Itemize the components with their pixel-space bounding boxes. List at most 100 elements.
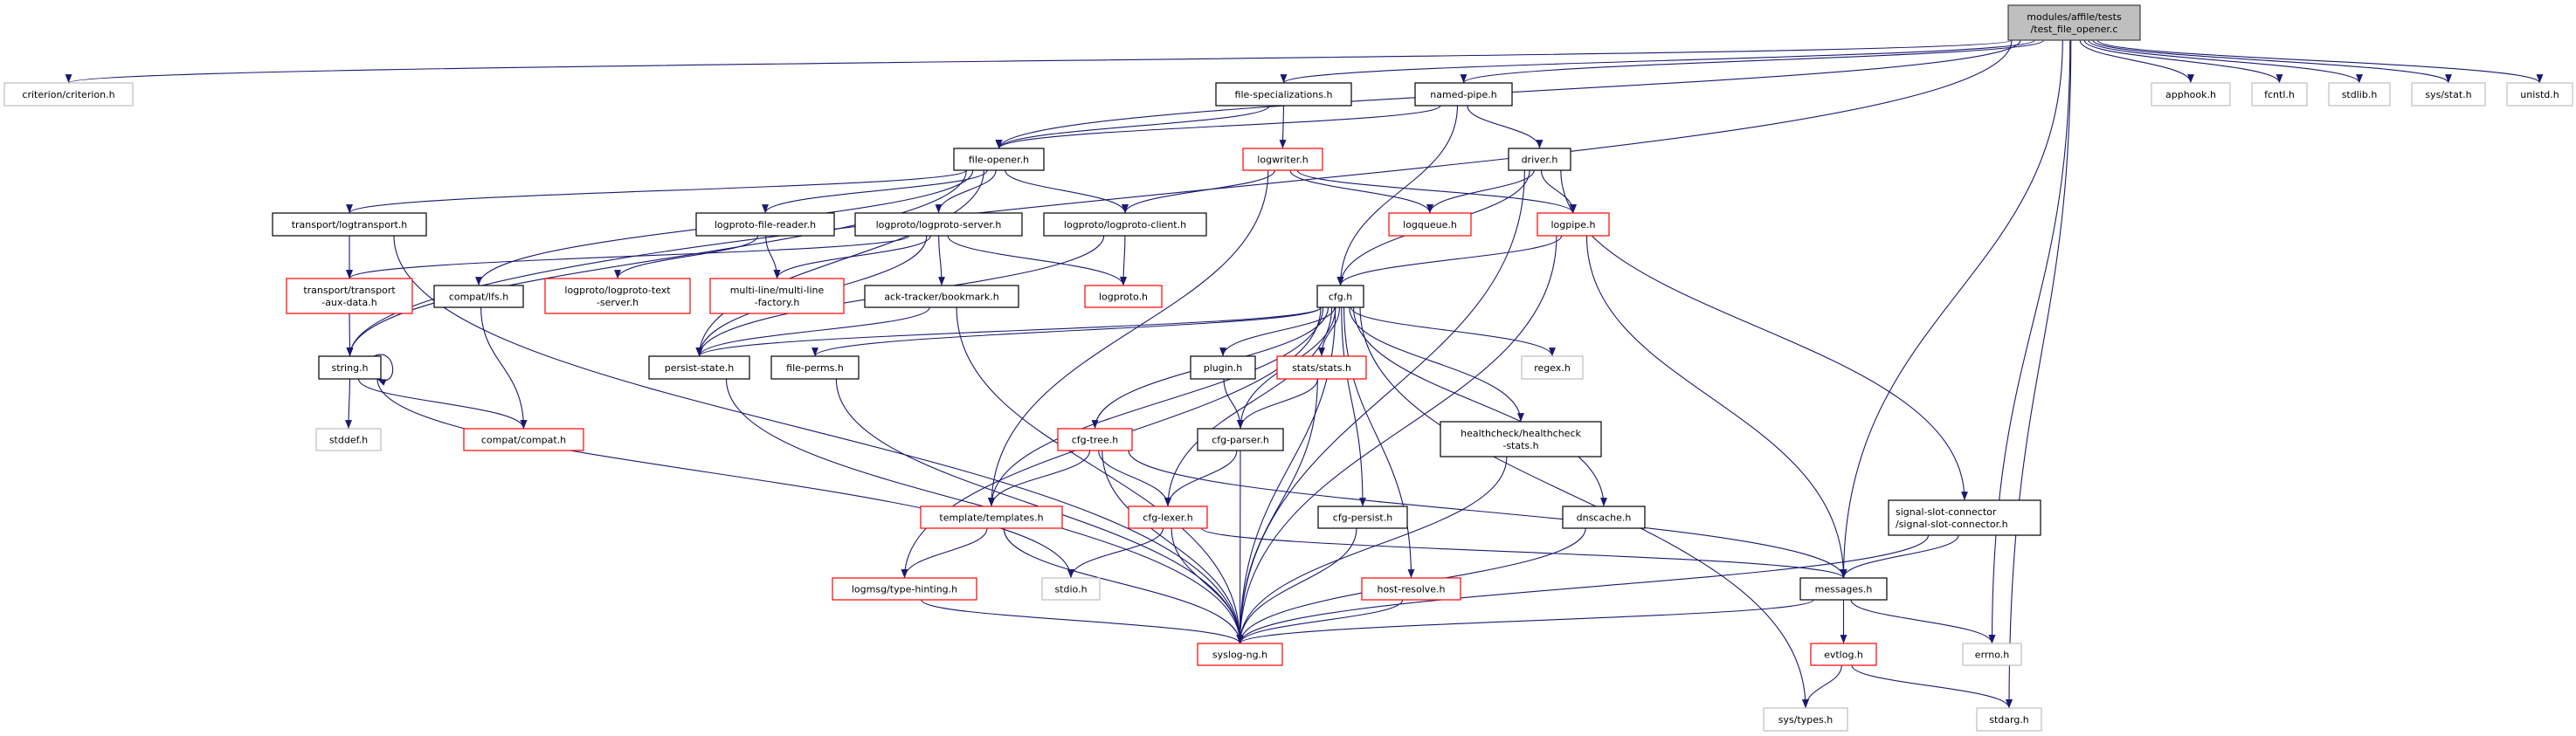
node-lpclient[interactable]: logproto/logproto-client.h bbox=[1043, 212, 1207, 237]
edge-signal-to-messages bbox=[1840, 534, 1959, 579]
node-fcntl: fcntl.h bbox=[2251, 82, 2308, 107]
node-label: named-pipe.h bbox=[1430, 89, 1496, 100]
node-lfs[interactable]: compat/lfs.h bbox=[433, 285, 524, 308]
edge-fopener-to-persist bbox=[695, 169, 984, 357]
node-label: errno.h bbox=[1975, 650, 2009, 661]
node-box bbox=[544, 278, 691, 314]
node-label: string.h bbox=[331, 362, 368, 374]
edge-evtlog-to-stdarg bbox=[1851, 664, 2013, 709]
node-label: cfg-tree.h bbox=[1072, 435, 1118, 446]
node-hostres[interactable]: host-resolve.h bbox=[1361, 577, 1461, 601]
node-health[interactable]: healthcheck/healthcheck-stats.h bbox=[1440, 421, 1602, 457]
node-textserver[interactable]: logproto/logproto-text-server.h bbox=[544, 278, 691, 314]
node-box bbox=[1084, 285, 1163, 308]
node-label: cfg-persist.h bbox=[1333, 512, 1392, 524]
edge-plugin-to-cfgparser bbox=[1223, 378, 1244, 430]
edge-logpipe-to-cfg bbox=[1336, 235, 1563, 286]
node-fileperms[interactable]: file-perms.h bbox=[770, 355, 860, 380]
edge-evtlog-to-systypes bbox=[1802, 664, 1842, 709]
node-cfg[interactable]: cfg.h bbox=[1316, 285, 1364, 308]
node-box bbox=[1440, 421, 1602, 457]
edge-cfg-to-fileperms bbox=[811, 306, 1322, 357]
node-lpserver[interactable]: logproto/logproto-server.h bbox=[854, 212, 1023, 237]
node-box bbox=[2007, 4, 2141, 41]
node-label: -factory.h bbox=[755, 297, 800, 308]
node-npipe[interactable]: named-pipe.h bbox=[1414, 82, 1513, 107]
edge-signal-to-syslogng bbox=[1236, 534, 1930, 644]
node-bookmark[interactable]: ack-tracker/bookmark.h bbox=[864, 285, 1019, 308]
edge-logtransport-to-syslogng bbox=[393, 235, 1244, 644]
edges-layer bbox=[66, 39, 2544, 709]
node-label: file-perms.h bbox=[786, 362, 844, 374]
edge-root-to-messages bbox=[1840, 39, 2063, 579]
node-logtransport[interactable]: transport/logtransport.h bbox=[272, 212, 427, 237]
node-box bbox=[1388, 212, 1472, 237]
edge-messages-to-errno bbox=[1850, 599, 1996, 644]
edge-cfg-to-cfglexer bbox=[1164, 306, 1333, 507]
edge-lfs-to-compat bbox=[480, 306, 528, 430]
node-compat[interactable]: compat/compat.h bbox=[463, 428, 584, 451]
node-label: logqueue.h bbox=[1403, 219, 1457, 230]
node-box bbox=[1317, 506, 1408, 529]
node-evtlog[interactable]: evtlog.h bbox=[1810, 643, 1877, 666]
edge-typehint-to-syslogng bbox=[921, 599, 1244, 644]
edge-cfg-to-cfgpersist bbox=[1341, 306, 1366, 507]
node-box bbox=[1197, 428, 1284, 451]
edge-cfg-to-stats bbox=[1318, 306, 1340, 357]
node-dnscache[interactable]: dnscache.h bbox=[1562, 506, 1646, 529]
edge-logpipe-to-syslogng bbox=[1236, 235, 1557, 644]
node-label: syslog-ng.h bbox=[1212, 650, 1267, 661]
node-label: -aux-data.h bbox=[321, 297, 376, 308]
node-box bbox=[318, 355, 382, 380]
node-root[interactable]: modules/affile/tests/test_file_opener.c bbox=[2007, 4, 2141, 41]
node-box bbox=[1508, 148, 1571, 171]
node-fopener[interactable]: file-opener.h bbox=[953, 148, 1045, 171]
edge-npipe-to-cfg bbox=[1336, 105, 1458, 286]
edge-cfgtree-to-templates bbox=[988, 450, 1091, 507]
node-label: modules/affile/tests bbox=[2027, 11, 2122, 23]
node-label: compat/lfs.h bbox=[449, 292, 508, 303]
edge-stats-to-syslogng bbox=[1236, 378, 1318, 644]
node-signal[interactable]: signal-slot-connector/signal-slot-connec… bbox=[1888, 499, 2041, 536]
edge-lpclient-to-logproto bbox=[1120, 235, 1127, 286]
node-fspec[interactable]: file-specializations.h bbox=[1215, 82, 1352, 107]
node-logpipe[interactable]: logpipe.h bbox=[1537, 212, 1610, 237]
edge-cfglexer-to-syslogng bbox=[1171, 527, 1244, 644]
node-templates[interactable]: template/templates.h bbox=[920, 506, 1063, 529]
node-criterion: criterion/criterion.h bbox=[3, 82, 134, 107]
node-logproto[interactable]: logproto.h bbox=[1084, 285, 1163, 308]
node-logqueue[interactable]: logqueue.h bbox=[1388, 212, 1472, 237]
node-cfgparser[interactable]: cfg-parser.h bbox=[1197, 428, 1284, 451]
node-stats[interactable]: stats/stats.h bbox=[1276, 355, 1367, 380]
node-label: plugin.h bbox=[1204, 362, 1243, 374]
edge-cfglexer-to-messages bbox=[1201, 527, 1847, 579]
node-lpfr[interactable]: logproto-file-reader.h bbox=[695, 212, 835, 237]
node-auxdata[interactable]: transport/transport-aux-data.h bbox=[286, 278, 413, 314]
node-logwriter[interactable]: logwriter.h bbox=[1242, 148, 1323, 171]
node-driver[interactable]: driver.h bbox=[1508, 148, 1571, 171]
node-string[interactable]: string.h bbox=[318, 355, 382, 380]
edge-cfglexer-to-stdio bbox=[1067, 527, 1164, 579]
node-multiline[interactable]: multi-line/multi-line-factory.h bbox=[709, 278, 845, 314]
edge-root-to-stdlib bbox=[2088, 39, 2363, 84]
node-cfgpersist[interactable]: cfg-persist.h bbox=[1317, 506, 1408, 529]
node-box bbox=[1197, 643, 1283, 666]
node-box bbox=[1521, 355, 1584, 380]
node-label: persist-state.h bbox=[665, 362, 734, 374]
node-cfgtree[interactable]: cfg-tree.h bbox=[1057, 428, 1133, 451]
node-box bbox=[1962, 643, 2022, 666]
node-label: dnscache.h bbox=[1577, 512, 1632, 524]
node-label: sys/stat.h bbox=[2425, 89, 2471, 100]
node-syslogng[interactable]: syslog-ng.h bbox=[1197, 643, 1283, 666]
node-label: cfg-lexer.h bbox=[1143, 512, 1192, 524]
node-cfglexer[interactable]: cfg-lexer.h bbox=[1128, 506, 1208, 529]
node-typehint[interactable]: logmsg/type-hinting.h bbox=[832, 577, 977, 601]
node-errno: errno.h bbox=[1962, 643, 2022, 666]
node-stdarg: stdarg.h bbox=[1976, 707, 2042, 732]
node-plugin[interactable]: plugin.h bbox=[1190, 355, 1256, 380]
edge-cfg-to-hostres bbox=[1343, 306, 1415, 579]
edge-health-to-syslogng bbox=[1236, 456, 1508, 644]
edge-root-to-unistd bbox=[2096, 39, 2544, 84]
node-persist[interactable]: persist-state.h bbox=[648, 355, 750, 380]
node-messages[interactable]: messages.h bbox=[1799, 577, 1888, 601]
